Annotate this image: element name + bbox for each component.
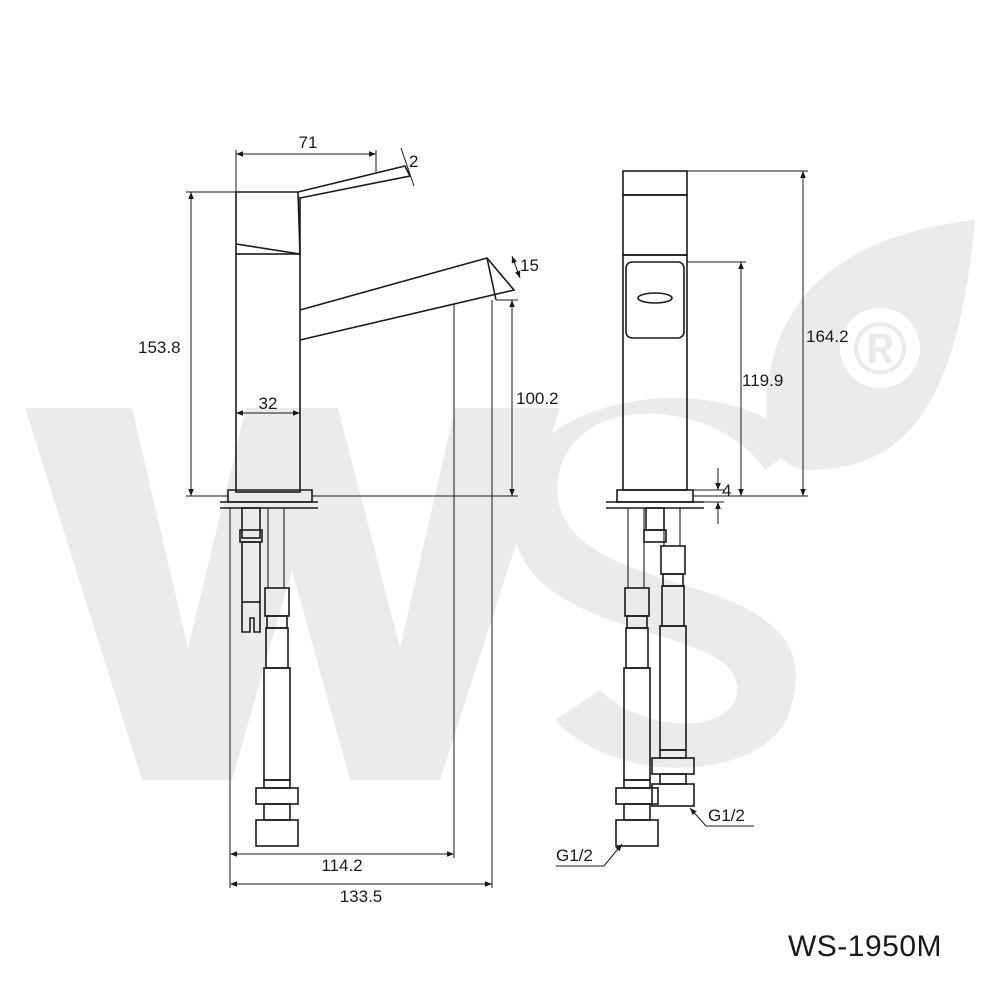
braided-hose [263, 667, 291, 781]
dim-base-thickness: 4 [722, 481, 731, 500]
dim-front-spout-height: 119.9 [742, 371, 783, 390]
dim-handle-length: 71 [299, 133, 318, 152]
spout-face [625, 261, 685, 339]
handle-top [622, 170, 688, 196]
dim-front-total-height: 164.2 [806, 327, 849, 346]
base-plate-front [616, 489, 694, 503]
hose-nut-left [615, 819, 659, 847]
watermark-logo: ® [25, 220, 975, 780]
dim-overall-reach: 133.5 [340, 887, 383, 906]
dim-spout-reach: 114.2 [321, 856, 362, 875]
faucet-body [235, 253, 301, 493]
front-view-dimensions: 164.2 119.9 4 G1/2 G1/2 [556, 170, 849, 867]
hose-nut-right [651, 783, 695, 807]
dim-body-width: 32 [259, 394, 278, 413]
dim-spout-thickness: 15 [520, 256, 539, 275]
label-connection-left: G1/2 [556, 846, 593, 865]
spout-outline [299, 257, 516, 341]
registered-mark: ® [853, 307, 908, 390]
faucet-body-front [622, 254, 688, 491]
aerator [637, 292, 673, 304]
model-number: WS-1950M [787, 930, 942, 963]
side-view [220, 165, 516, 847]
dim-spout-height: 100.2 [516, 389, 559, 408]
front-view [606, 170, 704, 847]
watermark-w [25, 408, 560, 780]
label-connection-right: G1/2 [708, 806, 745, 825]
dim-handle-angle: 2 [409, 152, 418, 171]
mounting-stud [241, 507, 261, 539]
handle-outline [235, 165, 412, 255]
hose-nut [255, 787, 299, 805]
watermark-s [512, 398, 800, 768]
dim-total-height: 153.8 [138, 338, 181, 357]
side-view-dimensions: 71 2 15 153.8 32 100.2 114.2 133.5 [138, 133, 559, 906]
